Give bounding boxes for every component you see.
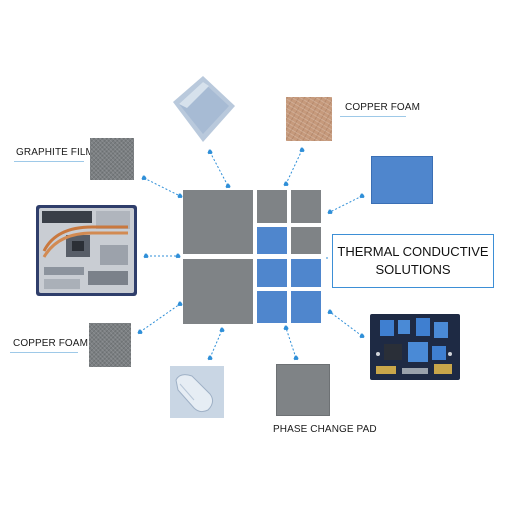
blue-pad-image — [371, 156, 433, 204]
phase-change-pad-image — [276, 364, 330, 416]
copper-foam-left-label: COPPER FOAM — [13, 338, 88, 349]
copper-foam-image-top — [286, 97, 332, 141]
laptop-motherboard-image — [36, 205, 137, 296]
graphite-film-image — [90, 138, 134, 180]
connector-dot — [207, 355, 213, 361]
pad-small — [257, 190, 287, 223]
pad-small — [291, 190, 321, 223]
connector-dot — [175, 253, 181, 259]
connector-dot — [219, 327, 225, 333]
pad-small-blue — [257, 291, 287, 323]
phase-change-pad-label: PHASE CHANGE PAD — [273, 424, 377, 435]
gel-pad-image — [170, 366, 224, 418]
title-box: THERMAL CONDUCTIVE SOLUTIONS — [332, 234, 494, 288]
connector-copper-foam-top — [285, 149, 303, 185]
title-line-2: SOLUTIONS — [375, 262, 451, 277]
label-underline — [340, 116, 406, 117]
connector-gel-pad — [209, 329, 223, 359]
connector-dot — [299, 147, 305, 153]
connector-dot — [283, 181, 289, 187]
transparent-film-image — [165, 72, 239, 146]
pad-large-top-left — [183, 190, 253, 254]
connector-dot — [225, 183, 231, 189]
pad-small-blue — [291, 259, 321, 287]
connector-dot — [207, 149, 213, 155]
connector-dot — [283, 325, 289, 331]
connector-dot — [359, 333, 365, 339]
pad-small-blue — [257, 259, 287, 287]
connector-dot — [327, 309, 333, 315]
connector-blue-pad — [329, 195, 363, 213]
label-underline — [10, 352, 78, 353]
connector-copper-foam-left — [139, 303, 181, 333]
connector-dot — [177, 301, 183, 307]
connector-dot — [293, 355, 299, 361]
pad-small-blue — [257, 227, 287, 254]
pad-large-bottom-left — [183, 259, 253, 324]
pad-small — [291, 227, 321, 254]
connector-graphite-film — [143, 177, 181, 197]
graphite-film-label: GRAPHITE FILM — [16, 147, 94, 158]
connector-circuit-board — [329, 311, 363, 337]
connector-dot — [143, 253, 149, 259]
connector-dot — [327, 209, 333, 215]
pad-small-blue — [291, 291, 321, 323]
circuit-board-image — [370, 314, 460, 380]
copper-foam-image-left — [89, 323, 131, 367]
title-line-1: THERMAL CONDUCTIVE — [337, 244, 489, 259]
connector-transparent-film — [209, 151, 229, 187]
connector-dot — [141, 175, 147, 181]
connector-dot — [359, 193, 365, 199]
copper-foam-top-label: COPPER FOAM — [345, 102, 420, 113]
label-underline — [14, 161, 84, 162]
connector-phase-change-pad — [285, 327, 297, 359]
connector-dot — [137, 329, 143, 335]
connector-dot — [177, 193, 183, 199]
